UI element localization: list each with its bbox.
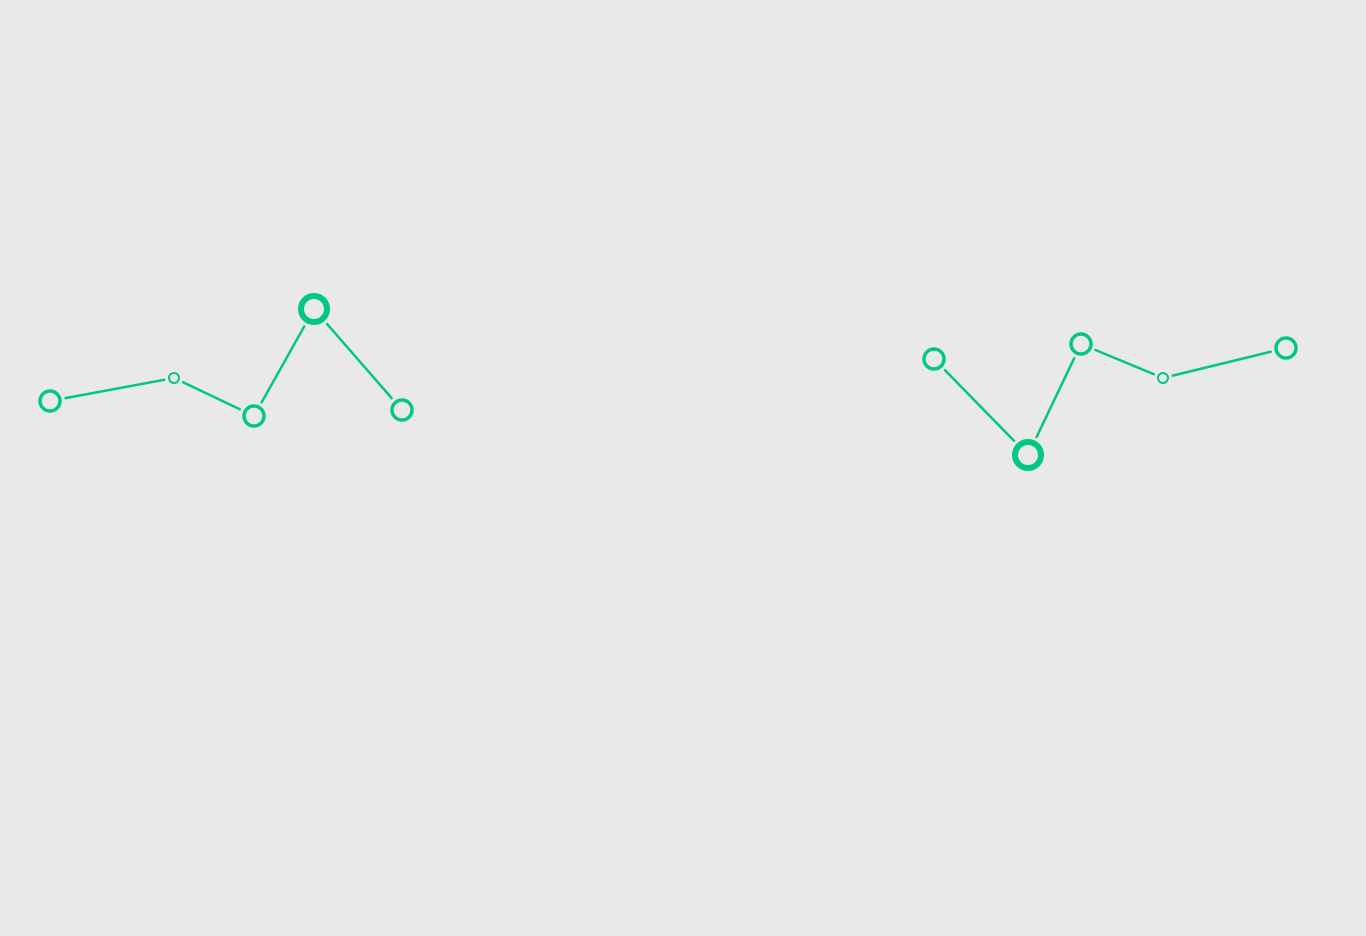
right-network-node-r1 <box>922 347 946 371</box>
right-network-edge-r2-r3 <box>1035 356 1076 439</box>
left-network-edge-l2-l3 <box>181 381 242 411</box>
left-network-edge-l3-l4 <box>260 325 306 404</box>
left-network-node-l5 <box>390 398 414 422</box>
right-network-node-r3 <box>1069 332 1093 356</box>
edges-layer <box>64 322 1272 442</box>
nodes-layer <box>38 293 1298 471</box>
left-network-node-l4 <box>298 293 330 325</box>
right-network-edge-r3-r4 <box>1094 348 1156 376</box>
left-network-node-l2 <box>168 372 180 384</box>
right-network-node-r5 <box>1274 336 1298 360</box>
left-network-node-l3 <box>242 404 266 428</box>
right-network-node-r2 <box>1012 439 1044 471</box>
right-network-edge-r4-r5 <box>1171 350 1272 377</box>
right-network-edge-r1-r2 <box>943 369 1016 442</box>
left-network-node-l1 <box>38 389 62 413</box>
left-network-edge-l1-l2 <box>64 378 166 400</box>
left-network-edge-l4-l5 <box>325 322 393 400</box>
right-network-node-r4 <box>1157 372 1169 384</box>
